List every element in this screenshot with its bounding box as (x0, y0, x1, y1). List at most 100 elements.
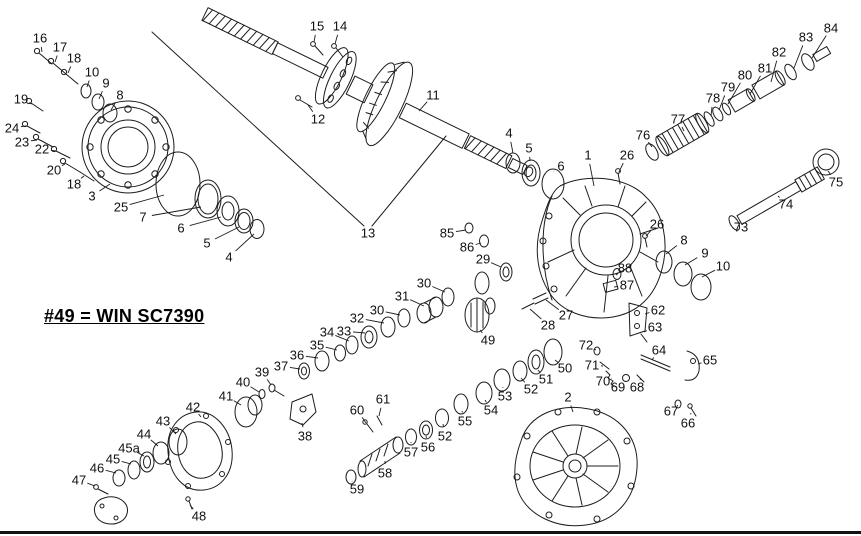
callout-9: 9 (701, 245, 709, 261)
callout-11: 11 (426, 87, 440, 103)
callout-8: 8 (680, 232, 688, 248)
axle-cover-drawing (513, 406, 638, 527)
callout-80: 80 (737, 67, 753, 83)
callout-9: 9 (102, 75, 110, 91)
callout-41: 41 (218, 388, 234, 404)
callout-63: 63 (647, 319, 663, 335)
callout-70: 70 (595, 373, 611, 389)
callout-60: 60 (349, 402, 365, 418)
callout-55: 55 (457, 413, 473, 429)
callout-36: 36 (289, 347, 305, 363)
callout-77: 77 (670, 111, 686, 127)
callout-6: 6 (177, 220, 185, 236)
callout-17: 17 (52, 39, 68, 55)
callout-16: 16 (32, 30, 48, 46)
gear-train-drawing (234, 262, 513, 428)
callout-10: 10 (715, 258, 731, 274)
callout-52: 52 (437, 428, 453, 444)
callout-10: 10 (84, 64, 100, 80)
callout-26: 26 (619, 147, 635, 163)
callout-23: 23 (14, 134, 30, 150)
callout-5: 5 (525, 140, 533, 156)
callout-73: 73 (733, 219, 749, 235)
output-shaft-upper-drawing (645, 46, 832, 161)
callout-57: 57 (403, 444, 419, 460)
pinion-bolts-drawing (295, 41, 344, 108)
callout-58: 58 (377, 465, 393, 481)
callout-38: 38 (297, 428, 313, 444)
callout-27: 27 (558, 307, 574, 323)
callout-33: 33 (336, 323, 352, 339)
callout-78: 78 (705, 90, 721, 106)
callout-72: 72 (578, 337, 594, 353)
callout-49: 49 (480, 332, 496, 348)
callout-68: 68 (629, 379, 645, 395)
ring-pinion-set-leader (151, 31, 447, 227)
callout-82: 82 (771, 44, 787, 60)
callout-86: 86 (459, 239, 475, 255)
callout-48: 48 (191, 508, 207, 524)
callout-25: 25 (113, 199, 129, 215)
callout-3: 3 (88, 188, 96, 204)
callout-75: 75 (828, 174, 844, 190)
callout-88: 88 (617, 260, 633, 276)
callout-29: 29 (475, 251, 491, 267)
callout-52: 52 (523, 381, 539, 397)
callout-69: 69 (610, 379, 626, 395)
callout-62: 62 (650, 302, 666, 318)
callout-6: 6 (557, 158, 565, 174)
callout-18: 18 (66, 176, 82, 192)
callout-53: 53 (497, 388, 513, 404)
callout-31: 31 (394, 288, 410, 304)
callout-42: 42 (185, 399, 201, 415)
callout-79: 79 (720, 79, 736, 95)
shift-mechanism-drawing (593, 302, 700, 417)
callout-32: 32 (349, 310, 365, 326)
callout-35: 35 (309, 337, 325, 353)
part49-note: #49 = WIN SC7390 (44, 306, 205, 326)
callout-40: 40 (235, 374, 251, 390)
callout-45: 45 (105, 451, 121, 467)
callout-76: 76 (635, 127, 651, 143)
callout-30: 30 (416, 275, 432, 291)
callout-18: 18 (66, 50, 82, 66)
callout-46: 46 (89, 460, 105, 476)
pinion-bearing-set-drawing (505, 152, 565, 200)
callout-51: 51 (538, 371, 554, 387)
output-cluster-drawing (345, 222, 563, 485)
callout-85: 85 (439, 225, 455, 241)
pinion-shaft-drawing (201, 7, 534, 178)
callout-37: 37 (273, 358, 289, 374)
callout-84: 84 (823, 20, 839, 36)
callout-34: 34 (319, 324, 335, 340)
side-cover-drawing (93, 411, 233, 525)
callout-65: 65 (702, 352, 718, 368)
callout-13: 13 (360, 225, 376, 241)
callout-1: 1 (584, 147, 592, 163)
callout-7: 7 (139, 209, 147, 225)
callout-50: 50 (557, 360, 573, 376)
callout-87: 87 (619, 277, 635, 293)
callout-4: 4 (505, 125, 513, 141)
callout-43: 43 (155, 413, 171, 429)
hub-bolts-drawing (21, 47, 118, 182)
callout-2: 2 (564, 389, 572, 405)
callout-66: 66 (680, 415, 696, 431)
callout-47: 47 (71, 472, 87, 488)
callout-28: 28 (540, 317, 556, 333)
callout-20: 20 (46, 162, 62, 178)
callout-26: 26 (649, 216, 665, 232)
callout-56: 56 (420, 439, 436, 455)
callout-19: 19 (13, 91, 29, 107)
callout-39: 39 (254, 364, 270, 380)
callout-71: 71 (584, 357, 600, 373)
callout-8: 8 (116, 87, 124, 103)
hub-flange-drawing (81, 100, 265, 239)
callout-24: 24 (4, 120, 20, 136)
callout-83: 83 (798, 29, 814, 45)
callout-22: 22 (34, 141, 50, 157)
callout-59: 59 (349, 481, 365, 497)
callout-64: 64 (651, 342, 667, 358)
bearing-75-drawing (812, 148, 840, 176)
